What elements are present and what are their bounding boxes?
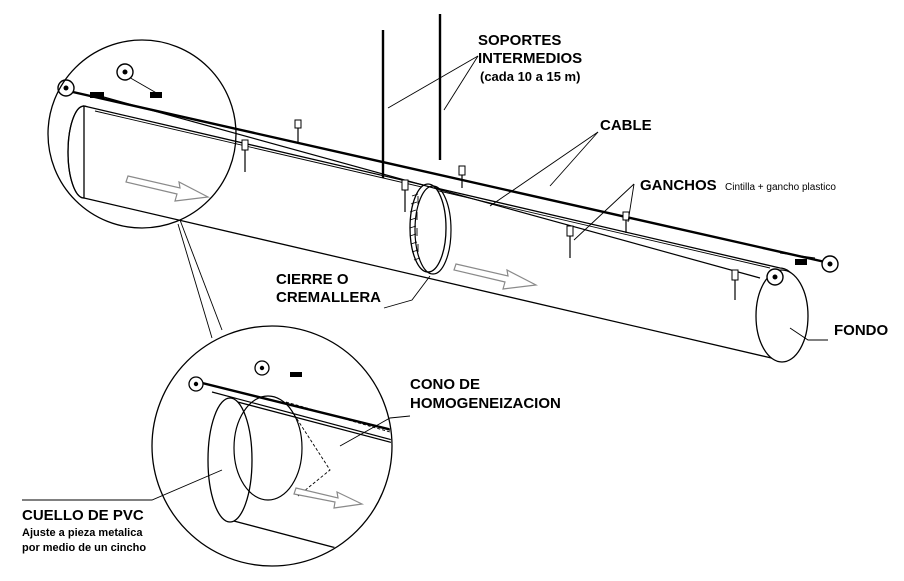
turnbuckle-right (795, 259, 807, 265)
zipper-ring (409, 183, 452, 275)
label-soportes-3: (cada 10 a 15 m) (480, 69, 580, 84)
leader-fondo (789, 327, 828, 341)
label-cuello: CUELLO DE PVC (22, 507, 144, 524)
cable (57, 63, 839, 286)
detail-turnbuckle (290, 372, 302, 377)
leader-cierre (383, 275, 431, 309)
intermediate-supports (381, 14, 442, 178)
label-ganchos-note: Cintilla + gancho plastico (725, 182, 836, 193)
hook (622, 211, 630, 233)
magnify-connector-1 (179, 219, 223, 331)
hook (458, 165, 466, 188)
label-cierre-2: CREMALLERA (276, 289, 381, 306)
label-fondo: FONDO (834, 322, 888, 339)
leader-soportes-2 (443, 55, 479, 111)
detail-circle-bottom-group (151, 325, 393, 567)
zipper-band-inner (414, 185, 452, 275)
turnbuckle-left (90, 92, 104, 98)
anchor-left-2 (116, 63, 134, 81)
pvc-collar-outer (207, 397, 253, 523)
detail-circle-top (47, 39, 237, 229)
leader-cuello (22, 469, 223, 501)
anchor-right-2 (821, 255, 839, 273)
leader-ganchos-1 (573, 183, 635, 241)
leader-cable-1 (489, 131, 599, 207)
label-cable: CABLE (600, 117, 652, 134)
turnbuckle-left-2 (150, 92, 162, 98)
cable-line (63, 88, 835, 266)
homogenization-cone (285, 401, 331, 497)
label-cono-1: CONO DE (410, 376, 480, 393)
zipper-teeth (409, 193, 421, 261)
duct-end-cap (755, 269, 809, 363)
label-cierre-1: CIERRE O (276, 271, 349, 288)
hook (401, 179, 409, 212)
leader-cable-2 (549, 131, 599, 187)
label-soportes-1: SOPORTES (478, 32, 561, 49)
hook (731, 269, 739, 300)
detail-anchor-1 (188, 376, 204, 392)
label-cono-2: HOMOGENEIZACION (410, 395, 561, 412)
pvc-collar-inner (233, 395, 303, 501)
cone-edge (285, 401, 391, 433)
detail-rail (211, 391, 391, 443)
hook (241, 139, 249, 172)
label-soportes-2: INTERMEDIOS (478, 50, 582, 67)
airflow-arrow-2 (453, 263, 539, 290)
anchor-right-1 (766, 268, 784, 286)
detail-airflow-arrow (293, 487, 365, 509)
label-cuello-note-2: por medio de un cincho (22, 542, 146, 554)
hook (566, 225, 574, 258)
cable-tensioner-right (779, 252, 816, 259)
leader-lines (22, 55, 828, 501)
duct-left-rim (67, 105, 85, 199)
detail-anchor-2 (254, 360, 270, 376)
label-ganchos: GANCHOS (640, 177, 717, 194)
label-cuello-note-1: Ajuste a pieza metalica (22, 527, 143, 539)
leader-soportes-1 (387, 55, 479, 109)
leader-ganchos-2 (627, 183, 635, 223)
magnify-connector-2 (177, 223, 213, 339)
hanger-rail (99, 95, 761, 279)
leader-cono (339, 415, 411, 447)
hook (294, 119, 302, 142)
airflow-arrow-1 (125, 175, 211, 202)
detail-cable (189, 378, 391, 434)
